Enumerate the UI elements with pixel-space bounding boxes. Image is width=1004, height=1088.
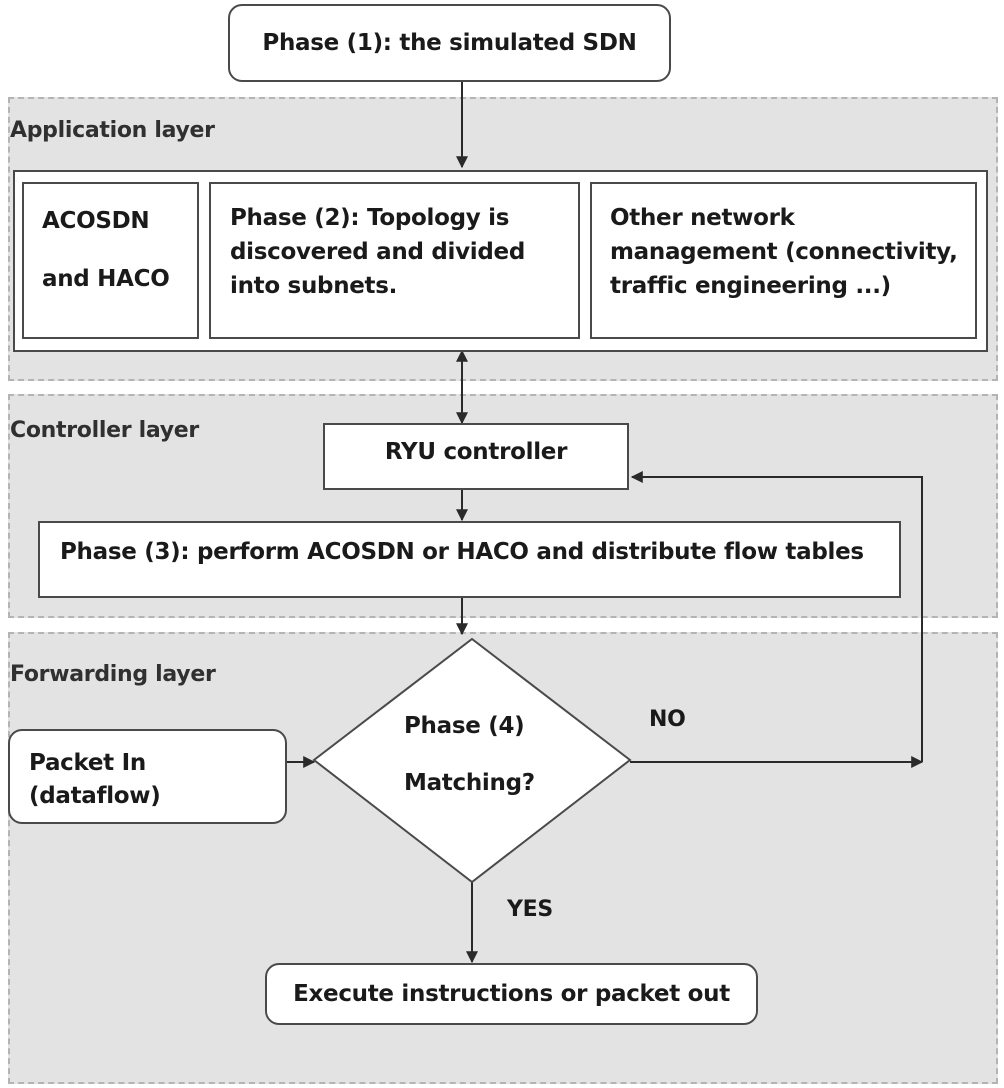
arrow-feedback-to-ryu xyxy=(630,471,923,762)
acosdn-haco-box: ACOSDN and HACO xyxy=(22,182,199,339)
packet-in-box: Packet In (dataflow) xyxy=(8,729,287,824)
phase1-label: Phase (1): the simulated SDN xyxy=(262,30,637,56)
no-label: NO xyxy=(649,707,686,732)
phase2-box: Phase (2): Topology is discovered and di… xyxy=(209,182,580,339)
decision-line2: Matching? xyxy=(404,770,535,796)
phase2-line3: into subnets. xyxy=(230,273,398,299)
phase3-label: Phase (3): perform ACOSDN or HACO and di… xyxy=(60,539,864,565)
application-layer-label: Application layer xyxy=(10,118,215,143)
forwarding-layer-label: Forwarding layer xyxy=(10,662,216,687)
other-management-box: Other network management (connectivity, … xyxy=(590,182,977,339)
decision-line1: Phase (4) xyxy=(404,713,525,739)
phase2-line1: Phase (2): Topology is xyxy=(230,205,510,231)
yes-label: YES xyxy=(507,897,553,922)
execute-box: Execute instructions or packet out xyxy=(265,963,758,1025)
phase3-box: Phase (3): perform ACOSDN or HACO and di… xyxy=(38,521,901,598)
packet-in-line1: Packet In xyxy=(29,750,146,776)
packet-in-line2: (dataflow) xyxy=(29,783,161,809)
acosdn-line2: and HACO xyxy=(42,266,170,292)
other-line2: management (connectivity, xyxy=(610,239,958,265)
acosdn-line1: ACOSDN xyxy=(42,208,150,234)
other-line1: Other network xyxy=(610,205,795,231)
ryu-controller-box: RYU controller xyxy=(323,423,629,490)
other-line3: traffic engineering ...) xyxy=(610,273,891,299)
execute-label: Execute instructions or packet out xyxy=(293,981,730,1007)
phase1-box: Phase (1): the simulated SDN xyxy=(228,4,671,82)
controller-layer-label: Controller layer xyxy=(10,418,199,443)
ryu-controller-label: RYU controller xyxy=(384,439,568,465)
decision-diamond xyxy=(312,637,632,884)
phase2-line2: discovered and divided xyxy=(230,239,525,265)
